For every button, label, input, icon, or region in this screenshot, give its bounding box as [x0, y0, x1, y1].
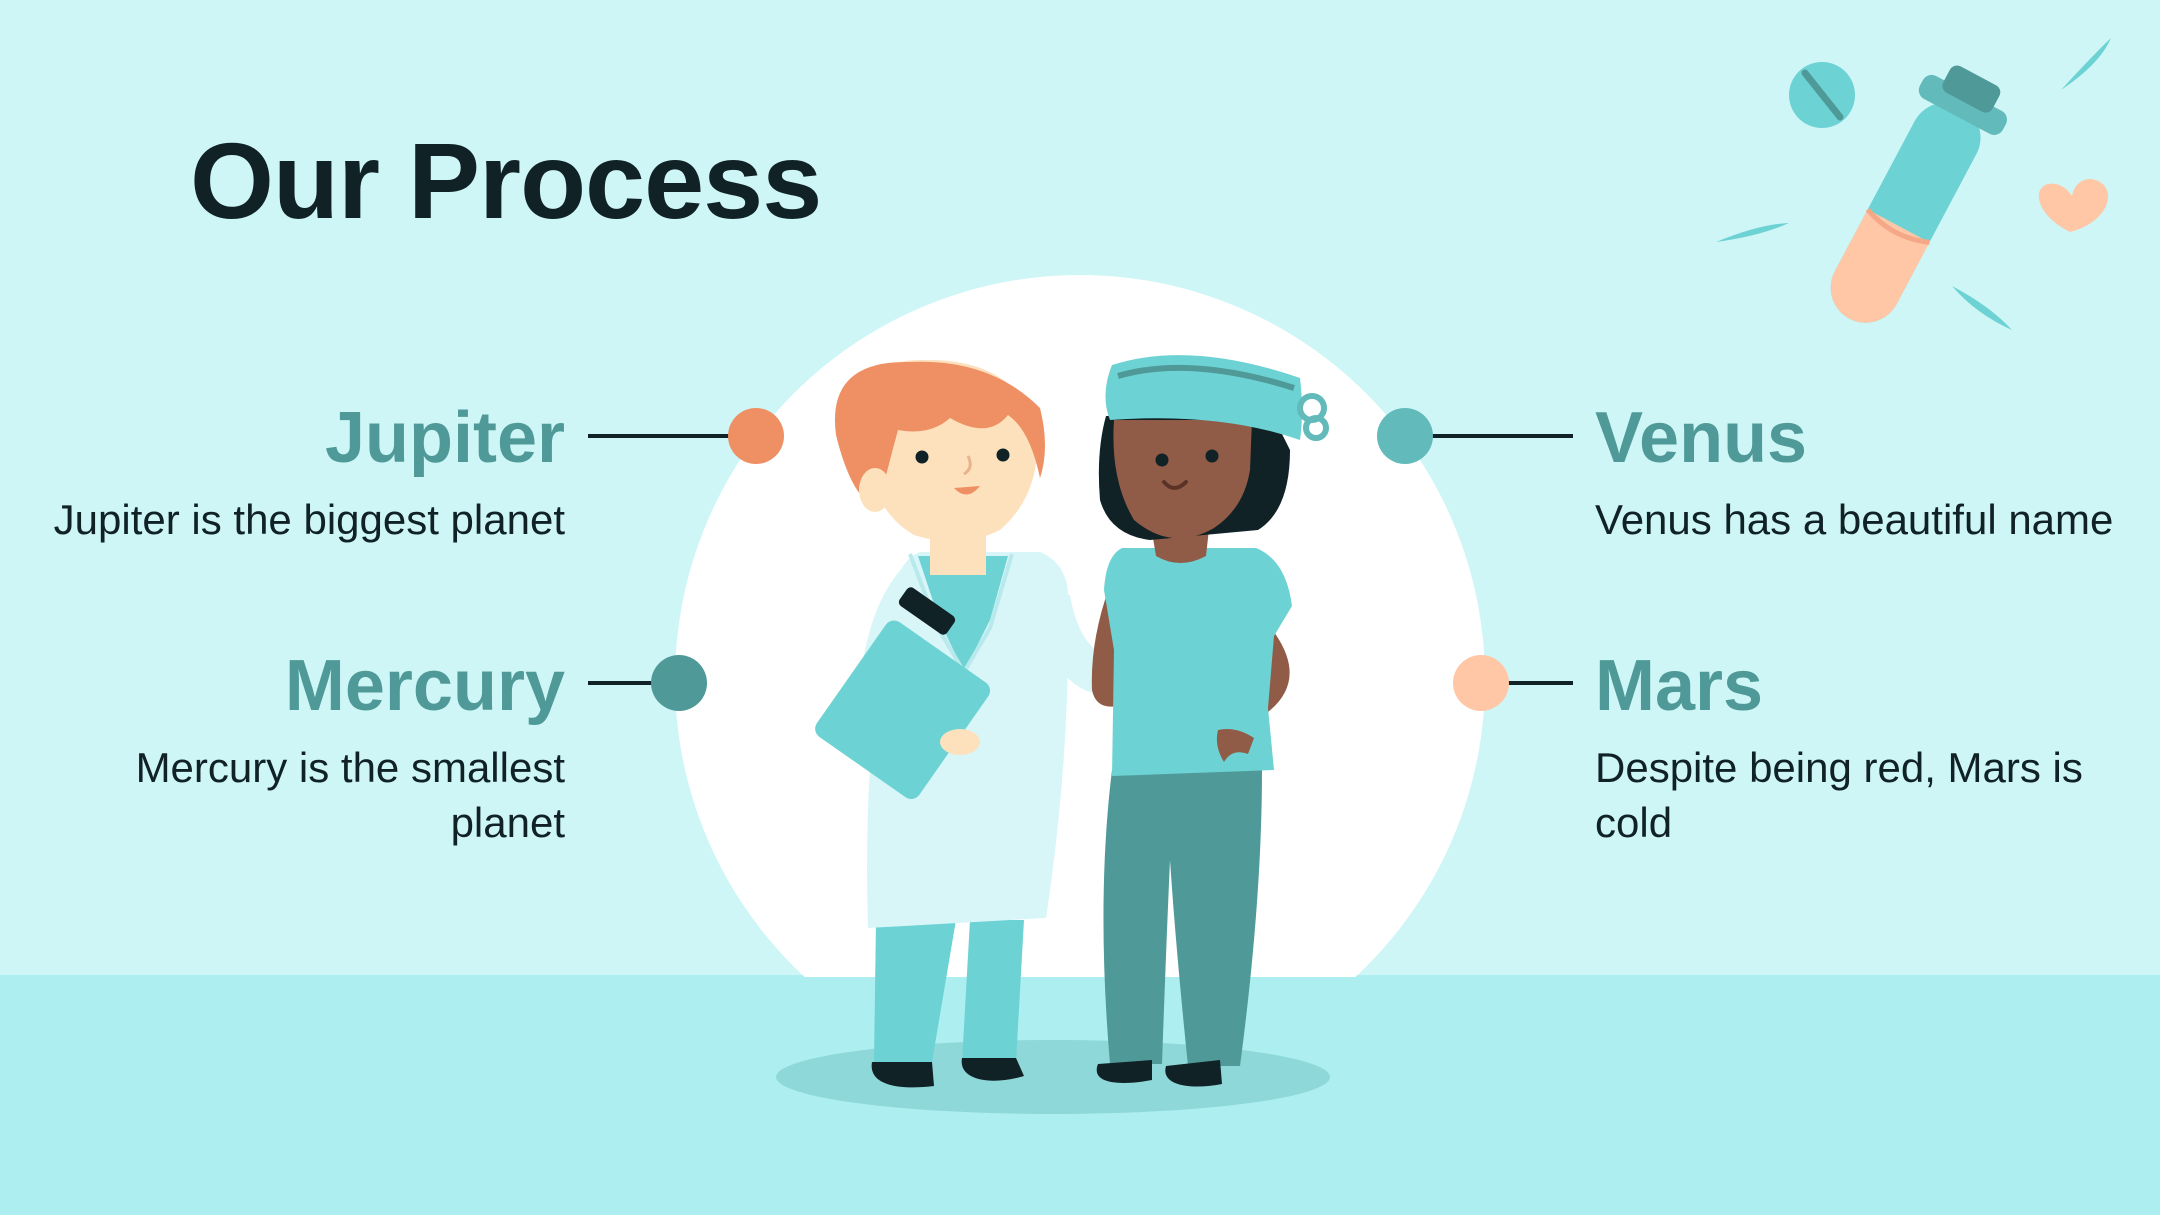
pill-icon: [1789, 62, 1855, 128]
process-item-jupiter: Jupiter Jupiter is the biggest planet: [45, 402, 565, 547]
dot-venus: [1377, 408, 1433, 464]
dot-mars: [1453, 655, 1509, 711]
process-item-title: Mercury: [284, 646, 565, 726]
process-item-venus: Venus Venus has a beautiful name: [1595, 402, 2115, 547]
heart-icon: [2038, 178, 2109, 232]
test-tube-icon: [1830, 65, 2007, 323]
nurse-illustration: [1091, 355, 1329, 1087]
process-item-title: Mars: [1595, 646, 1764, 726]
dot-jupiter: [728, 408, 784, 464]
connector-mercury: [588, 655, 707, 711]
process-item-title: Venus: [1595, 398, 1808, 478]
process-item-description: Jupiter is the biggest planet: [53, 496, 565, 543]
process-item-mercury: Mercury Mercury is the smallest planet: [45, 650, 565, 850]
process-item-description: Despite being red, Mars is cold: [1595, 744, 2083, 846]
confetti-shapes: [1716, 38, 2111, 330]
process-item-description: Mercury is the smallest planet: [135, 744, 565, 846]
process-item-description: Venus has a beautiful name: [1595, 496, 2114, 543]
process-item-mars: Mars Despite being red, Mars is cold: [1595, 650, 2115, 850]
page-title: Our Process: [190, 120, 822, 241]
dot-mercury: [651, 655, 707, 711]
connector-mars: [1453, 655, 1573, 711]
connector-venus: [1377, 408, 1573, 464]
connector-jupiter: [588, 408, 784, 464]
process-item-title: Jupiter: [324, 398, 565, 478]
floor-shadow: [776, 1040, 1330, 1114]
